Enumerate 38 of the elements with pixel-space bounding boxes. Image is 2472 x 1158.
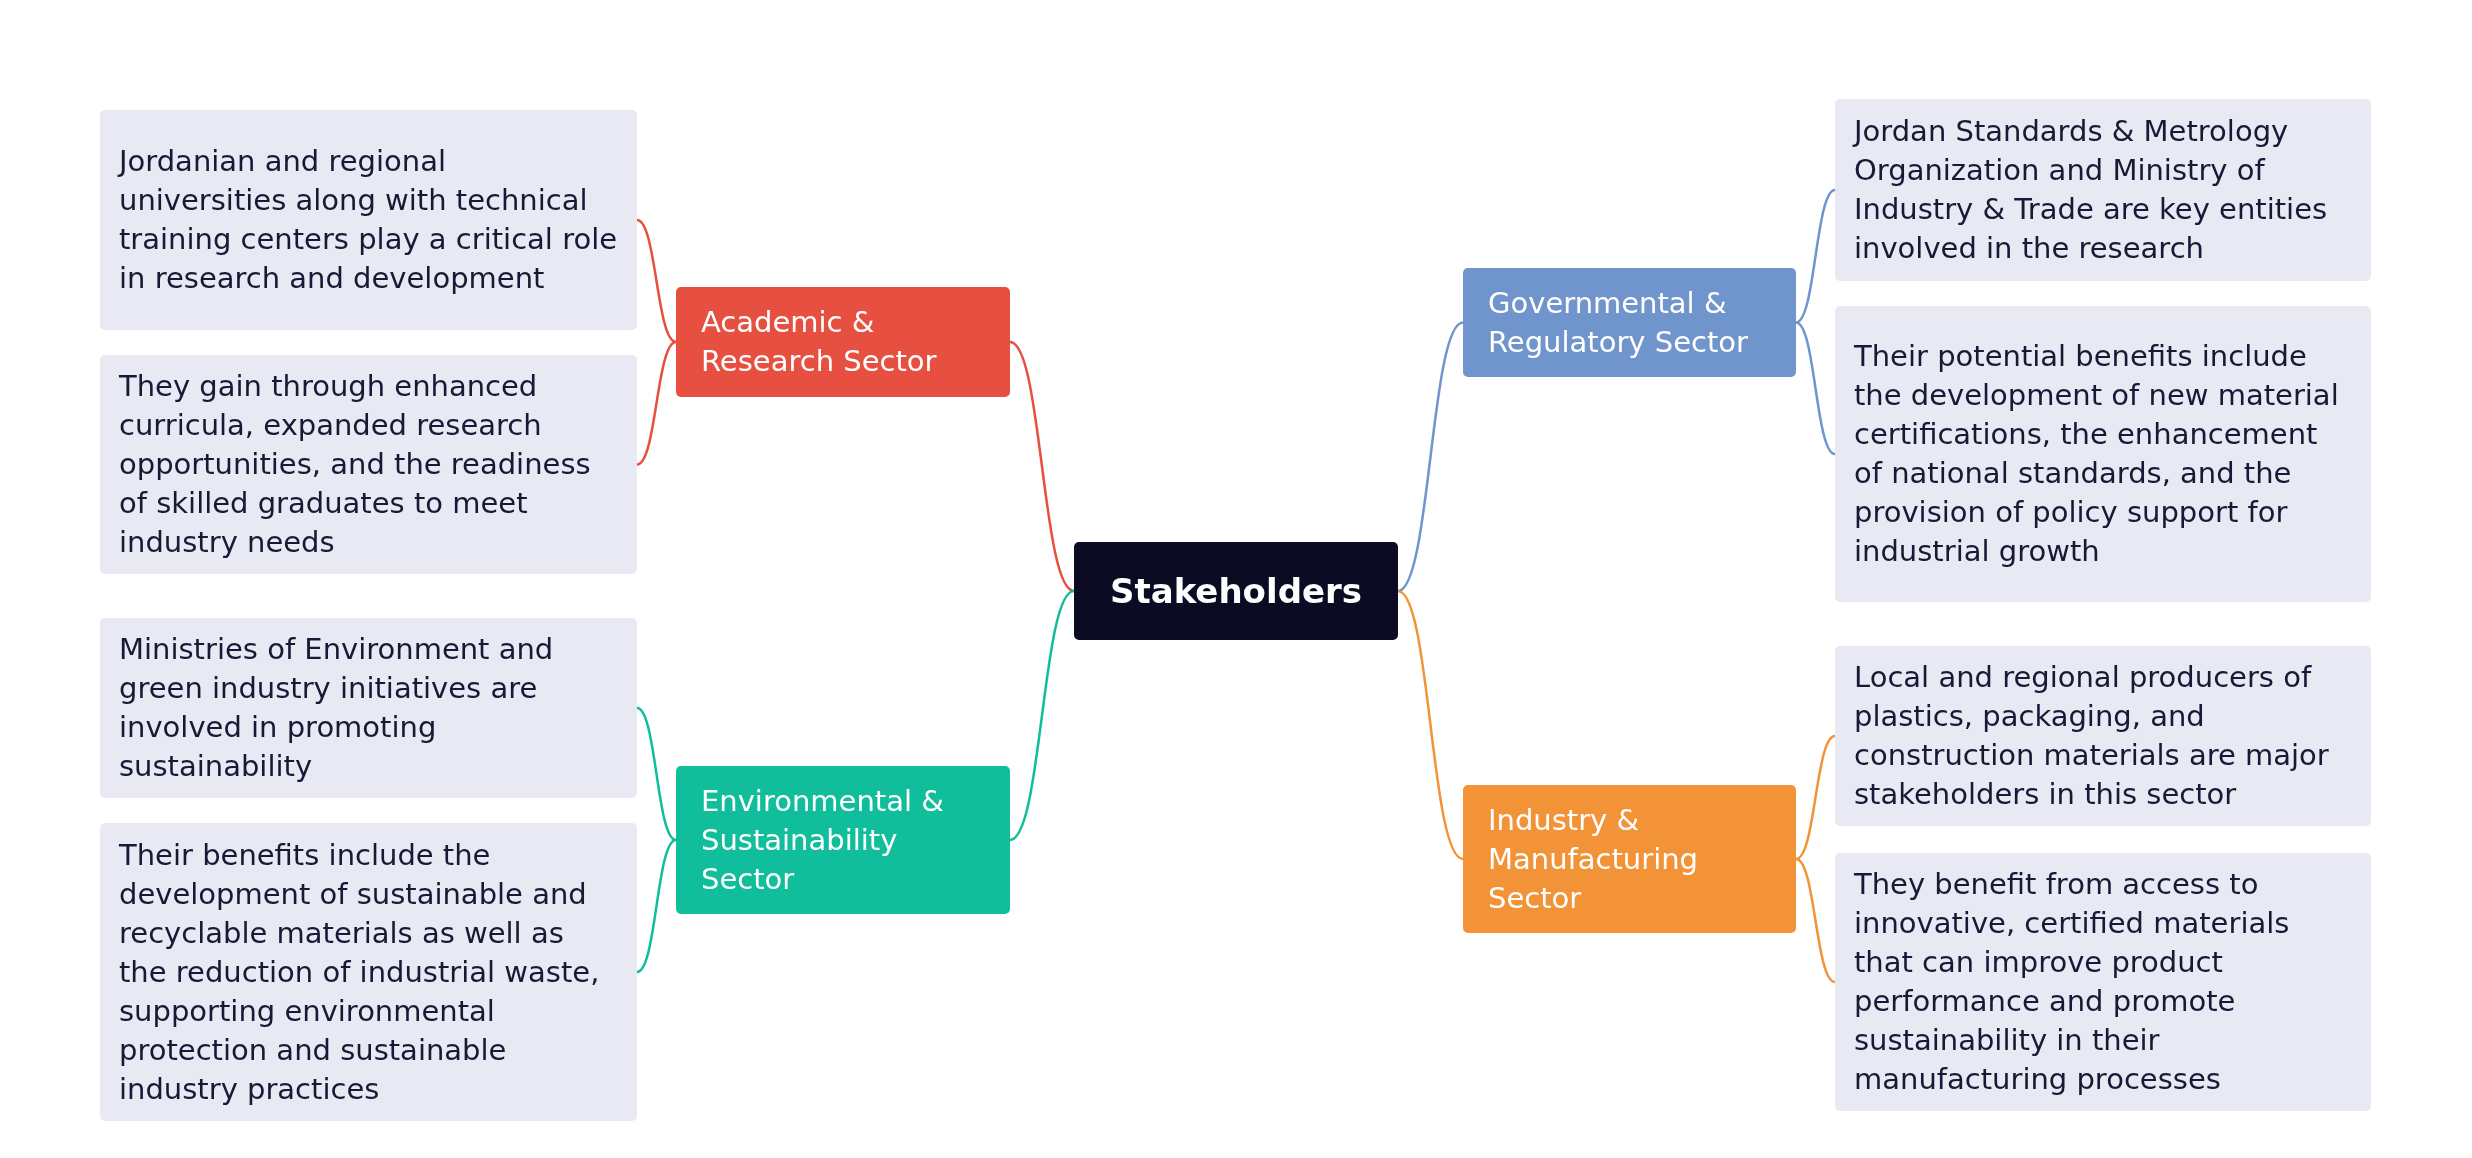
topic-label: Academic & Research Sector (701, 304, 938, 380)
description-card (100, 823, 637, 1121)
description-text: They benefit from access to innovative, certified materials that can improve product performance and promote sustainability in their manufacturing processes (1854, 866, 2291, 1098)
connector-line (1009, 589, 1075, 842)
description-card (100, 355, 637, 574)
central-topic (1074, 542, 1398, 640)
description-text: Ministries of Environment and green industry initiatives are involved in promoting sustainability (119, 631, 555, 785)
description-text: Their potential benefits include the development of new material certifications, the enhancement of national standards, and the provision of policy support for industrial growth (1854, 338, 2340, 570)
description-card (1835, 306, 2371, 602)
description-text: They gain through enhanced curricula, expanded research opportunities, and the readiness of skilled graduates to meet industry needs (119, 368, 592, 561)
description-text: Local and regional producers of plastics, packaging, and construction materials are major stakeholders in this sector (1854, 659, 2330, 813)
branch-topic (676, 766, 1010, 914)
connector-line (636, 706, 677, 842)
branch-topic (676, 287, 1010, 397)
description-text: Their benefits include the development of sustainable and recyclable materials as well as the reduction of industrial waste, supporting environmental protection and sustainable industry practices (119, 836, 601, 1108)
connector-line (636, 838, 677, 974)
connector-line (636, 340, 677, 466)
topic-label: Governmental & Regulatory Sector (1488, 284, 1749, 361)
connector-line (1795, 857, 1836, 984)
description-card (100, 110, 637, 330)
connector-line (1397, 321, 1464, 593)
connector-line (1397, 589, 1464, 861)
description-text: Jordanian and regional universities along with technical training centers play a critical role in research and development (119, 143, 619, 297)
connector-line (1795, 188, 1836, 324)
description-card (1835, 646, 2371, 826)
connector-line (1009, 340, 1075, 593)
branch-topic (1463, 268, 1796, 377)
description-card (100, 618, 637, 798)
topic-title: Stakeholders (1109, 570, 1363, 613)
branch-topic (1463, 785, 1796, 933)
topic-label: Industry & Manufacturing Sector (1488, 801, 1699, 917)
description-text: Jordan Standards & Metrology Organization and Ministry of Industry & Trade are key entities involved in the research (1854, 113, 2329, 267)
connector-line (636, 218, 677, 344)
topic-label: Environmental & Sustainability Sector (701, 782, 945, 898)
description-card (1835, 853, 2371, 1111)
connector-line (1795, 321, 1836, 456)
description-card (1835, 99, 2371, 281)
connector-line (1795, 734, 1836, 861)
